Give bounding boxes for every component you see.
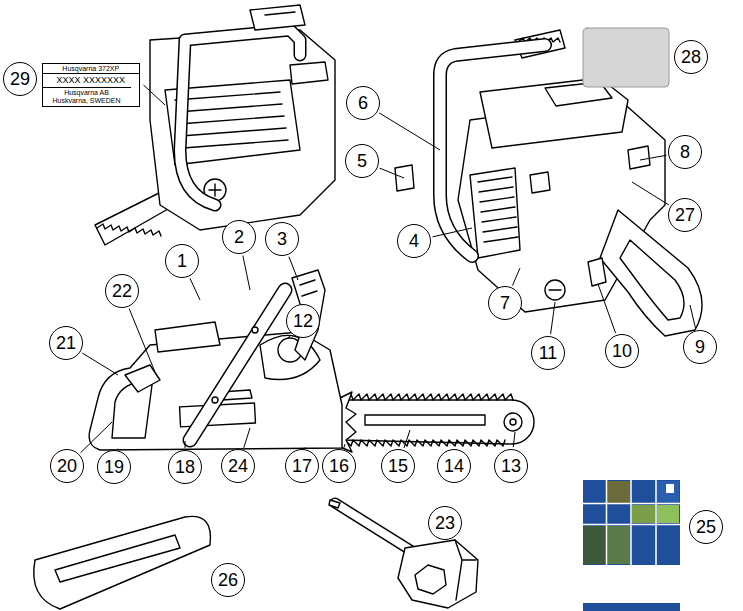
callout-text: 20 (57, 457, 77, 475)
leader-line (243, 256, 250, 290)
leader-line (404, 430, 410, 448)
leader-line (598, 284, 616, 333)
callout-number: 29 (3, 62, 37, 96)
callout-text: 26 (218, 571, 238, 589)
callout-text: 27 (675, 206, 695, 224)
callout-text: 7 (500, 294, 510, 312)
leader-line (433, 228, 472, 237)
callout-text: 10 (612, 342, 632, 360)
callout-number: 5 (345, 144, 379, 178)
leader-line (632, 182, 669, 205)
callout-text: 8 (680, 143, 690, 161)
callout-text: 5 (357, 152, 367, 170)
callout-number: 14 (437, 449, 471, 483)
callout-text: 19 (104, 458, 124, 476)
callout-text: 3 (277, 230, 287, 248)
leader-line (513, 432, 515, 447)
callout-number: 16 (322, 449, 356, 483)
plate-text: Husqvarna AB Huskvarna, SWEDEN (43, 87, 131, 106)
leader-line (82, 353, 118, 375)
callout-text: 28 (681, 48, 701, 66)
callout-text: 21 (56, 334, 76, 352)
callout-number: 11 (531, 336, 565, 370)
callout-text: 29 (10, 70, 30, 88)
callout-number: 19 (97, 450, 131, 484)
leader-line (380, 168, 404, 178)
callout-text: 12 (293, 312, 313, 330)
callout-text: 11 (539, 344, 558, 362)
leader-line (551, 302, 555, 334)
callout-number: 8 (668, 135, 702, 169)
leader-line (190, 278, 200, 300)
rating-plate: Husqvarna 372XPXXXX XXXXXXXHusqvarna AB … (42, 63, 141, 108)
callout-number: 6 (346, 86, 380, 120)
leader-line (289, 257, 298, 280)
callout-number: 17 (285, 449, 319, 483)
callout-number: 4 (397, 224, 431, 258)
callout-number: 25 (689, 510, 723, 544)
leader-line (144, 85, 166, 105)
callout-text: 14 (444, 457, 464, 475)
leader-line (81, 422, 112, 453)
callout-number: 21 (49, 326, 83, 360)
callout-text: 25 (696, 518, 716, 536)
leader-line (244, 428, 250, 448)
callout-text: 18 (175, 458, 195, 476)
callout-number: 1 (165, 244, 199, 278)
leader-line (454, 447, 455, 448)
callout-number: 3 (265, 222, 299, 256)
callout-text: 9 (695, 338, 705, 356)
callout-number: 10 (605, 334, 639, 368)
leader-line (288, 335, 290, 338)
callout-number: 28 (674, 40, 708, 74)
plate-text: XXXX XXXXXXX (43, 74, 140, 88)
callout-number: 9 (683, 330, 717, 364)
leader-line (344, 444, 345, 448)
leader-line (640, 155, 666, 160)
callout-number: 15 (381, 449, 415, 483)
leader-line (117, 448, 118, 449)
callout-text: 16 (329, 457, 349, 475)
callout-text: 2 (234, 228, 244, 246)
callout-number: 2 (222, 220, 256, 254)
callout-number: 13 (494, 449, 528, 483)
plate-text: Husqvarna 372XP (43, 64, 140, 74)
callout-text: 1 (177, 252, 187, 270)
callout-number: 18 (168, 450, 202, 484)
callout-number: 23 (428, 506, 462, 540)
callout-text: 22 (112, 282, 132, 300)
callout-text: 23 (435, 514, 455, 532)
leader-line (185, 441, 186, 448)
callout-number: 24 (221, 449, 255, 483)
callout-number: 27 (668, 198, 702, 232)
leader-line (690, 305, 696, 329)
callout-number: 12 (286, 304, 320, 338)
callout-text: 24 (228, 457, 248, 475)
callout-number: 22 (105, 274, 139, 308)
callout-text: 13 (501, 457, 521, 475)
leader-line (512, 268, 520, 286)
callout-text: 15 (388, 457, 408, 475)
leader-line (379, 113, 440, 150)
callout-text: 17 (292, 457, 312, 475)
callout-text: 4 (409, 232, 419, 250)
callout-text: 6 (358, 94, 368, 112)
callout-number: 7 (488, 286, 522, 320)
callout-number: 26 (211, 563, 245, 597)
callout-number: 20 (50, 449, 84, 483)
manual-cover (583, 480, 680, 611)
leader-line (129, 309, 155, 372)
